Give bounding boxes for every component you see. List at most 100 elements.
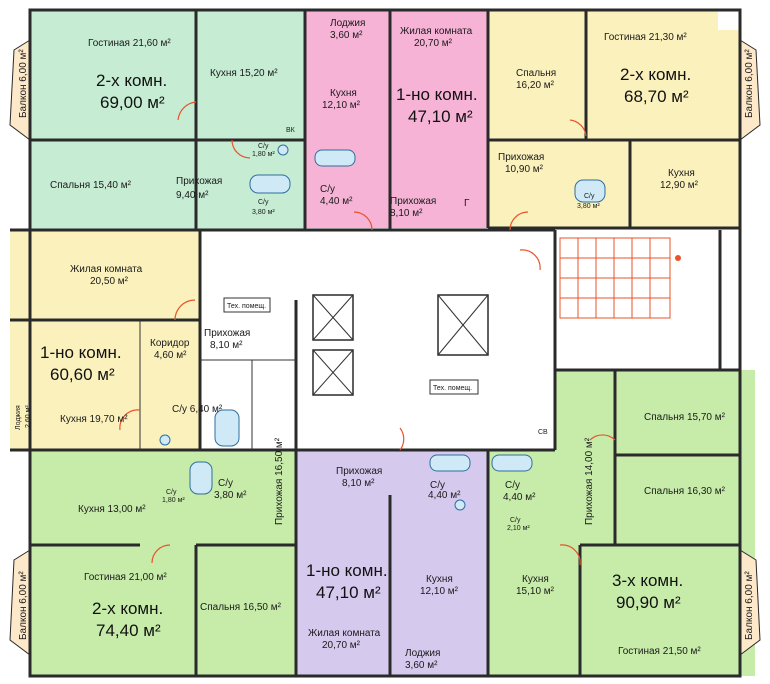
room-label: 8,10 м² — [390, 208, 423, 219]
room-label: С/у — [430, 480, 445, 491]
room-label: Жилая комната — [400, 26, 473, 37]
room-label: С/у — [166, 489, 177, 496]
staircase — [559, 237, 681, 319]
room-label: Жилая комната — [308, 628, 381, 639]
room-label: Спальня 15,70 м² — [644, 412, 726, 423]
room-label: Прихожая — [336, 466, 382, 477]
room-label: Кухня — [330, 88, 357, 99]
apartment-a2-fill — [305, 10, 488, 228]
room-label: Гостиная 21,00 м² — [84, 572, 167, 583]
apartment-a6-area: 47,10 м² — [316, 583, 381, 602]
room-label: 2,10 м² — [507, 525, 530, 532]
apartment-a1-area: 69,00 м² — [100, 93, 165, 112]
apartment-a2-rooms: 1-но комн. — [396, 85, 478, 104]
outer-wall — [28, 8, 742, 678]
room-label: 4,40 м² — [428, 490, 461, 501]
room-label: 4,60 м² — [154, 350, 187, 361]
apartment-a5-fill — [30, 450, 296, 676]
room-label: Кухня — [522, 574, 549, 585]
room-label: С/у — [218, 478, 233, 489]
apartment-a2-area: 47,10 м² — [408, 107, 473, 126]
apartment-a4-area: 60,60 м² — [50, 365, 115, 384]
room-label: 1,80 м² — [252, 151, 275, 158]
room-label: 20,70 м² — [322, 640, 361, 651]
room-label: 10,90 м² — [505, 164, 544, 175]
room-label: 20,50 м² — [90, 276, 129, 287]
apartment-a5-area: 74,40 м² — [96, 621, 161, 640]
apartment-a1-bedroom-fill — [30, 140, 196, 230]
room-label: Прихожая — [498, 152, 544, 163]
room-label: С/у — [320, 184, 335, 195]
room-label: Балкон 6,00 м² — [18, 49, 29, 118]
room-label: Коридор — [150, 338, 190, 349]
room-label: Лоджия — [15, 405, 22, 430]
room-label: Гостиная 21,50 м² — [618, 646, 701, 657]
apartment-a6-fill — [296, 450, 488, 676]
apartment-a1-fill — [30, 10, 305, 230]
room-label: Прихожая — [204, 328, 250, 339]
room-label: Кухня 19,70 м² — [60, 414, 128, 425]
room-label: Кухня — [426, 574, 453, 585]
apartment-a3-rooms: 2-х комн. — [620, 65, 691, 84]
fixtures — [159, 144, 606, 511]
apartment-a7-area: 90,90 м² — [616, 593, 681, 612]
room-label: Балкон 6,00 м² — [18, 571, 29, 640]
room-label: С/у — [584, 193, 595, 200]
apartment-a3-fill — [488, 10, 740, 228]
room-label: 12,90 м² — [660, 180, 699, 191]
room-label: Гостиная 21,60 м² — [88, 38, 171, 49]
room-label: 4,40 м² — [503, 492, 536, 503]
room-label: 12,10 м² — [420, 586, 459, 597]
room-label: 1,80 м² — [162, 497, 185, 504]
room-label: С/у — [258, 143, 269, 150]
room-label: Спальня 15,40 м² — [50, 180, 132, 191]
room-label: Прихожая 16,50 м² — [274, 437, 285, 525]
apartment-titles: 2-х комн. 69,00 м² 1-но комн. 47,10 м² 2… — [40, 65, 691, 640]
apartment-a7-rooms: 3-х комн. — [612, 571, 683, 590]
apartment-a4-rooms: 1-но комн. — [40, 343, 122, 362]
room-label: С/у — [258, 199, 269, 206]
room-label: 16,20 м² — [516, 80, 555, 91]
room-label: 20,70 м² — [414, 38, 453, 49]
doors — [119, 101, 616, 566]
room-label: 2,60 м² — [25, 405, 32, 428]
room-label: Спальня 16,30 м² — [644, 486, 726, 497]
room-label: Гостиная 21,30 м² — [604, 32, 687, 43]
room-label: С/у — [510, 517, 521, 524]
balconies — [9, 39, 761, 656]
stair-core-fill — [200, 230, 555, 450]
room-label: Прихожая 14,00 м² — [584, 437, 595, 525]
room-label: Кухня 15,20 м² — [210, 68, 278, 79]
room-label: 8,10 м² — [210, 340, 243, 351]
room-label: Спальня — [516, 68, 556, 79]
room-label: 8,10 м² — [342, 478, 375, 489]
room-label: Тех. помещ. — [227, 303, 266, 310]
room-label: Прихожая — [390, 196, 436, 207]
room-label: Балкон 6,00 м² — [744, 49, 755, 118]
room-label: С/у 6,40 м² — [172, 404, 223, 415]
stair-core-right-fill — [540, 230, 755, 370]
mark-g: Г — [464, 198, 470, 209]
room-label: 12,10 м² — [322, 100, 361, 111]
room-labels: Гостиная 21,60 м² Кухня 15,20 м² Балкон … — [15, 18, 755, 671]
room-label: С/у — [505, 480, 520, 491]
room-label: 3,80 м² — [214, 490, 247, 501]
room-label: 3,80 м² — [252, 209, 275, 216]
walls — [10, 8, 742, 678]
room-label: Балкон 6,00 м² — [744, 571, 755, 640]
room-label: 9,40 м² — [176, 190, 209, 201]
room-label: Кухня 13,00 м² — [78, 504, 146, 515]
room-label: Жилая комната — [70, 264, 143, 275]
room-label: Тех. помещ. — [433, 385, 472, 392]
room-label: Спальня 16,50 м² — [200, 602, 282, 613]
room-label: Прихожая — [176, 176, 222, 187]
mark-vk: ВК — [286, 127, 296, 134]
tech-room-bottom — [429, 379, 479, 395]
core — [223, 237, 681, 396]
room-label: Лоджия — [330, 18, 365, 29]
room-label: 15,10 м² — [516, 586, 555, 597]
apartment-a6-rooms: 1-но комн. — [306, 561, 388, 580]
apartment-a3-area: 68,70 м² — [624, 87, 689, 106]
room-label: 3,60 м² — [405, 660, 438, 671]
